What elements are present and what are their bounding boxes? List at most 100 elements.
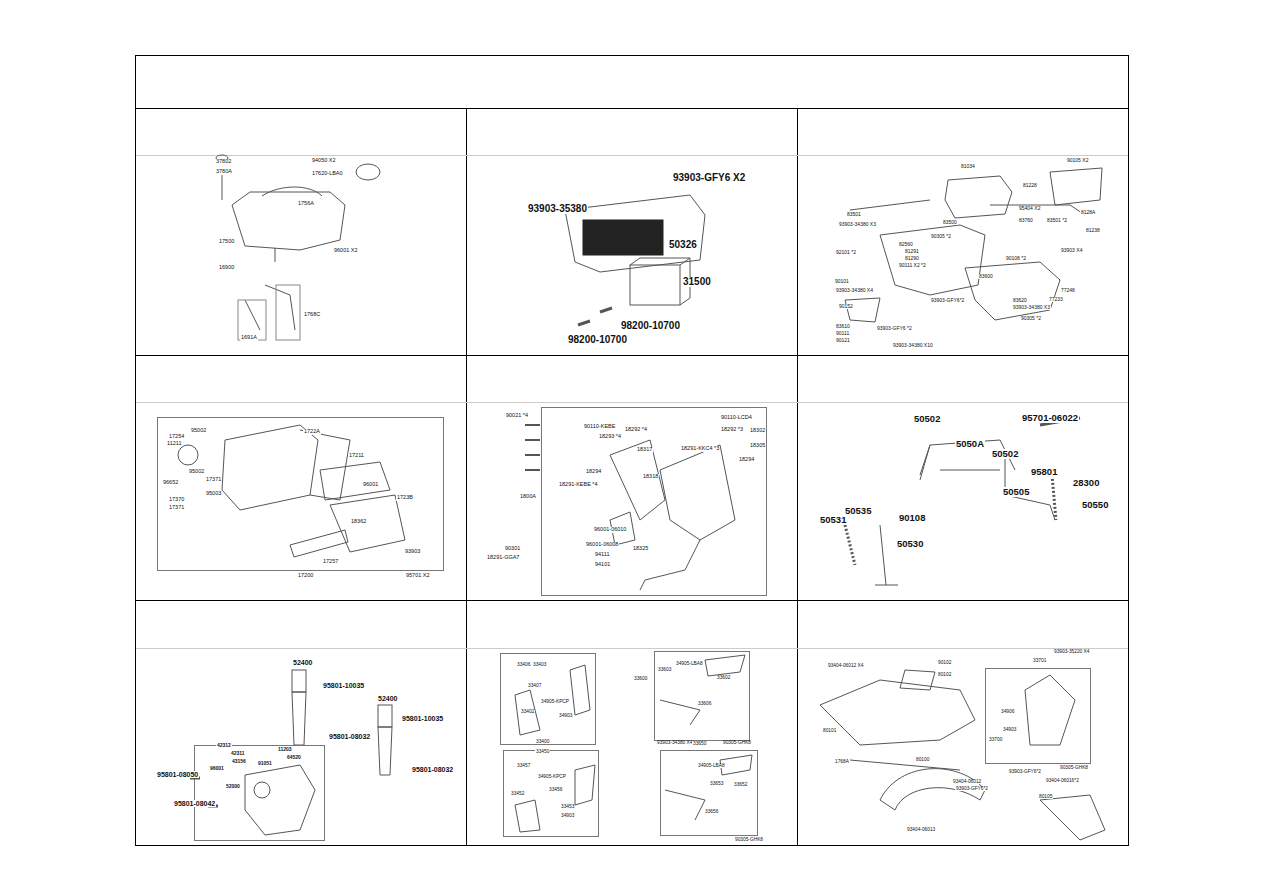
callout-number: 90021 *4 (505, 413, 529, 419)
callout-number: 17371 (168, 505, 185, 511)
callout-number: 95701-06022 (1021, 413, 1079, 423)
callout-number: 90305-GHK8 (722, 741, 752, 746)
callout-number: 33407 (527, 684, 542, 689)
callout-number: 83620 (1012, 298, 1028, 303)
callout-number: 83501 *2 (1046, 218, 1068, 223)
callout-number: 80101 (822, 729, 837, 734)
callout-number: 50531 (819, 515, 847, 525)
callout-number: 33701 (1032, 659, 1047, 664)
callout-number: 50502 (991, 449, 1019, 459)
callout-number: 33406 (516, 663, 531, 668)
callout-number: 83610 (835, 324, 851, 329)
callout-number: 1723B (396, 495, 414, 501)
callout-number: 95003 (205, 491, 222, 497)
callout-number: 93404-06012 (952, 780, 982, 785)
callout-number: 81291 (904, 249, 920, 254)
callout-number: 17370 (168, 497, 185, 503)
callout-number: 93903-35220 X4 (1053, 650, 1090, 655)
callout-number: 93903 (404, 549, 421, 555)
callout-number: 90111 (835, 331, 850, 336)
callout-number: 33653 (709, 782, 724, 787)
callout-number: 52400 (377, 695, 398, 702)
callout-number: 93903-34380 X3 (838, 222, 877, 227)
callout-number: 93903-34380 X4 (835, 288, 874, 293)
callout-number: 17200 (297, 573, 314, 579)
callout-number: 96001 (209, 766, 225, 771)
callout-number: 18318 (642, 474, 659, 480)
callout-number: 18294 (585, 469, 602, 475)
callout-number: 83760 (1018, 218, 1034, 223)
callout-number: 81228 (1022, 183, 1038, 188)
callout-number: 1768C (303, 312, 321, 318)
callout-number: 34906 (1000, 710, 1015, 715)
callout-number: 33403 (532, 663, 547, 668)
callout-number: 93903-GFY6*2 (930, 298, 965, 303)
callout-number: 77233 (1048, 297, 1064, 302)
callout-number: 50502 (913, 414, 941, 424)
callout-number: 90105 X2 (1066, 158, 1089, 163)
callout-number: 17211 (348, 453, 365, 459)
callout-number: 34903 (1002, 728, 1017, 733)
callout-number: 11211 (166, 441, 182, 447)
callout-number: 82560 (898, 242, 914, 247)
callout-number: 96001 (362, 482, 379, 488)
callout-number: 90102 (937, 661, 952, 666)
callout-number: 94050 X2 (311, 158, 337, 164)
callout-number: 93903-34380 X3 (1012, 305, 1051, 310)
callout-number: 1722A (303, 429, 321, 435)
callout-number: 34905-KPCP (537, 775, 567, 780)
callout-number: 1691A (240, 335, 258, 341)
callout-number: 17500 (218, 239, 235, 245)
callout-number: 42312 (216, 743, 232, 748)
callout-number: 50530 (896, 539, 924, 549)
callout-number: 52400 (292, 659, 313, 666)
callout-number: 90110-KEBE (583, 424, 616, 430)
callout-number: 33606 (697, 702, 712, 707)
callout-number: 34905-LBA8 (675, 662, 704, 667)
callout-number: 93903-GFY6 X2 (672, 173, 746, 183)
callout-number: 90121 (835, 338, 851, 343)
callout-number: 33450 (535, 750, 550, 755)
callout-number: 96001-06008 (585, 542, 619, 548)
callout-number: 77248 (1060, 288, 1076, 293)
callout-number: 90305 *2 (1020, 316, 1042, 321)
callout-number: 18291-GGA7 (486, 555, 520, 561)
callout-number: 17254 (168, 434, 185, 440)
callout-number: 33652 (733, 783, 748, 788)
callout-number: 95801-10035 (322, 682, 365, 689)
callout-number: 95801-08050 (156, 771, 199, 778)
callout-number: 33600 (633, 677, 648, 682)
callout-number: 81290 (904, 256, 920, 261)
callout-number: 50535 (844, 506, 872, 516)
callout-number: 95002 (188, 469, 205, 475)
callout-number: 83600 (978, 274, 994, 279)
callout-number: 64520 (286, 755, 302, 760)
callout-number: 93404-06013 (906, 828, 936, 833)
callout-number: 18305 (749, 443, 766, 449)
callout-number: 34903 (560, 814, 575, 819)
callout-number: 95801-10035 (401, 715, 444, 722)
callout-number: 93903-GFY6*2 (1008, 770, 1042, 775)
callout-number: 18291-KEBE *4 (558, 482, 599, 488)
callout-number: 28300 (1072, 478, 1100, 488)
callout-number: 93903-GFY6 *2 (876, 326, 913, 331)
callout-number: 52000 (225, 784, 241, 789)
callout-number: 33400 (535, 740, 550, 745)
callout-number: 95801-08042 (173, 800, 216, 807)
callout-number: 50550 (1081, 500, 1109, 510)
callout-number: 18291-KKC4 *3 (680, 446, 720, 452)
callout-number: 33402 (520, 710, 535, 715)
callout-number: 33650 (692, 742, 707, 747)
callout-number: 96001 X2 (333, 248, 359, 254)
callout-number: 8128A (1080, 210, 1096, 215)
callout-number: 18362 (350, 519, 367, 525)
callout-number: 90108 *2 (1005, 256, 1027, 261)
callout-number: 91051 (257, 761, 273, 766)
callout-number: 18294 (738, 457, 755, 463)
callout-number: 18293 *4 (598, 434, 622, 440)
callout-number: 17257 (322, 559, 339, 565)
callout-number: 81034 (960, 164, 976, 169)
callout-number: 96652 (162, 480, 179, 486)
callout-number: 33656 (704, 810, 719, 815)
